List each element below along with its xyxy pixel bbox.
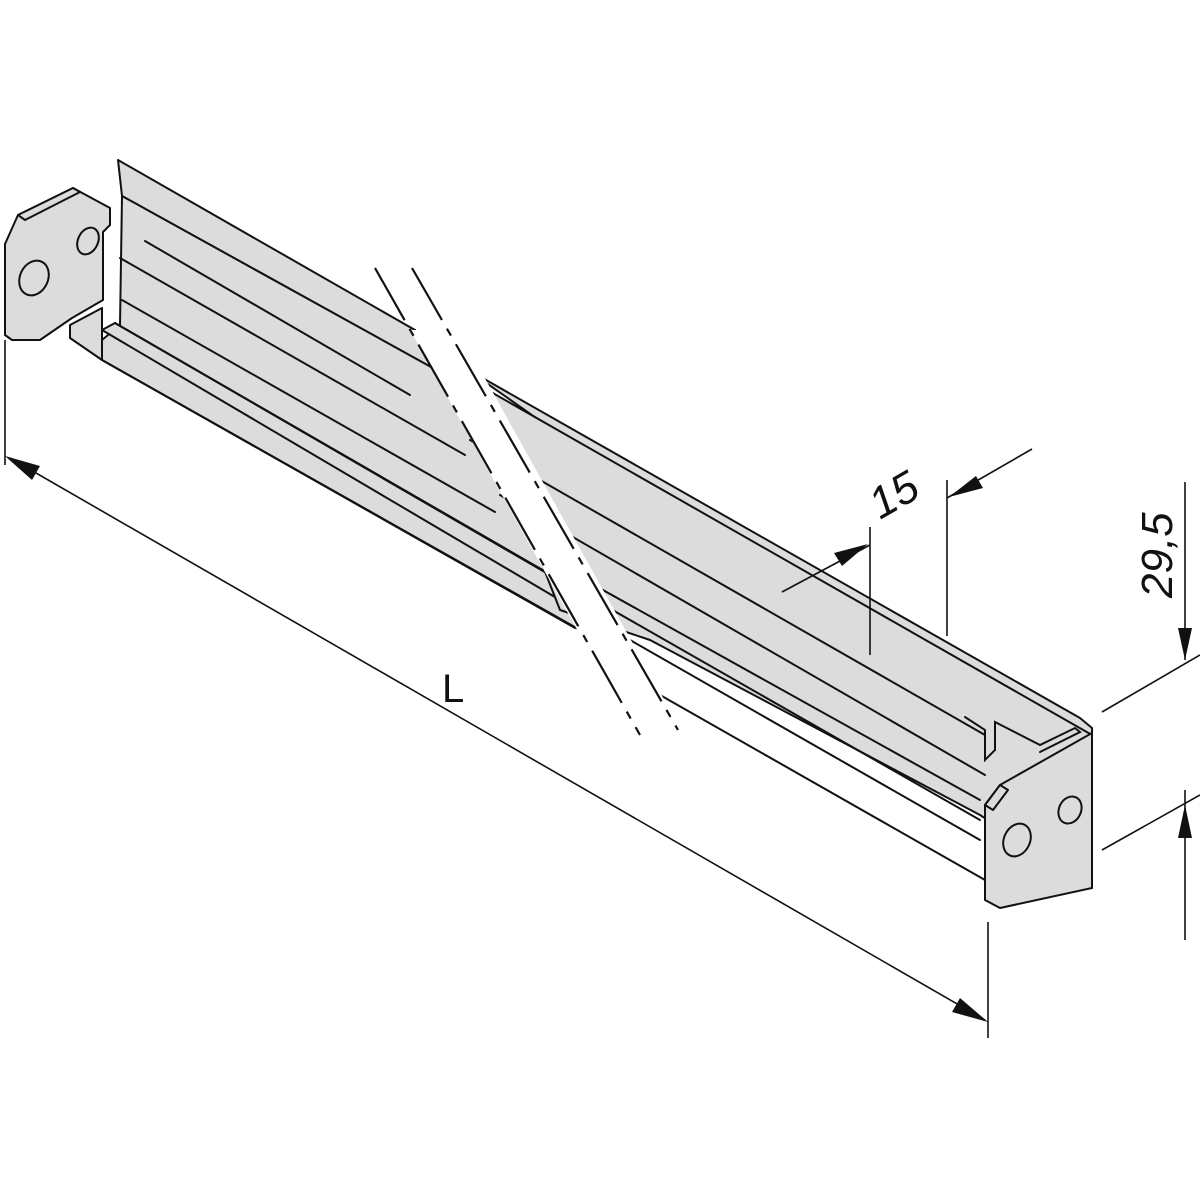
mounting-hole-icon bbox=[18, 259, 50, 297]
right-end-plate bbox=[984, 732, 1093, 909]
mounting-hole-icon bbox=[1002, 822, 1032, 858]
mounting-hole-icon bbox=[76, 226, 100, 256]
arrow-up-icon bbox=[1178, 805, 1192, 838]
dimension-height: 29,5 bbox=[1101, 482, 1200, 940]
arrow-left-icon bbox=[5, 456, 40, 480]
break-line bbox=[374, 267, 680, 736]
arrow-right-icon bbox=[834, 544, 868, 566]
rail-right-section bbox=[464, 367, 1093, 889]
dimension-length: L bbox=[4, 340, 989, 1038]
arrow-down-icon bbox=[1178, 628, 1192, 660]
slot-width-label: 15 bbox=[861, 461, 928, 528]
length-label: L bbox=[442, 667, 464, 711]
height-label: 29,5 bbox=[1133, 512, 1182, 599]
mounting-hole-icon bbox=[1057, 795, 1083, 825]
left-end-plate bbox=[4, 187, 111, 341]
rail-left-section bbox=[69, 159, 581, 631]
arrow-right-icon bbox=[952, 998, 988, 1022]
arrow-left-icon bbox=[949, 476, 983, 497]
